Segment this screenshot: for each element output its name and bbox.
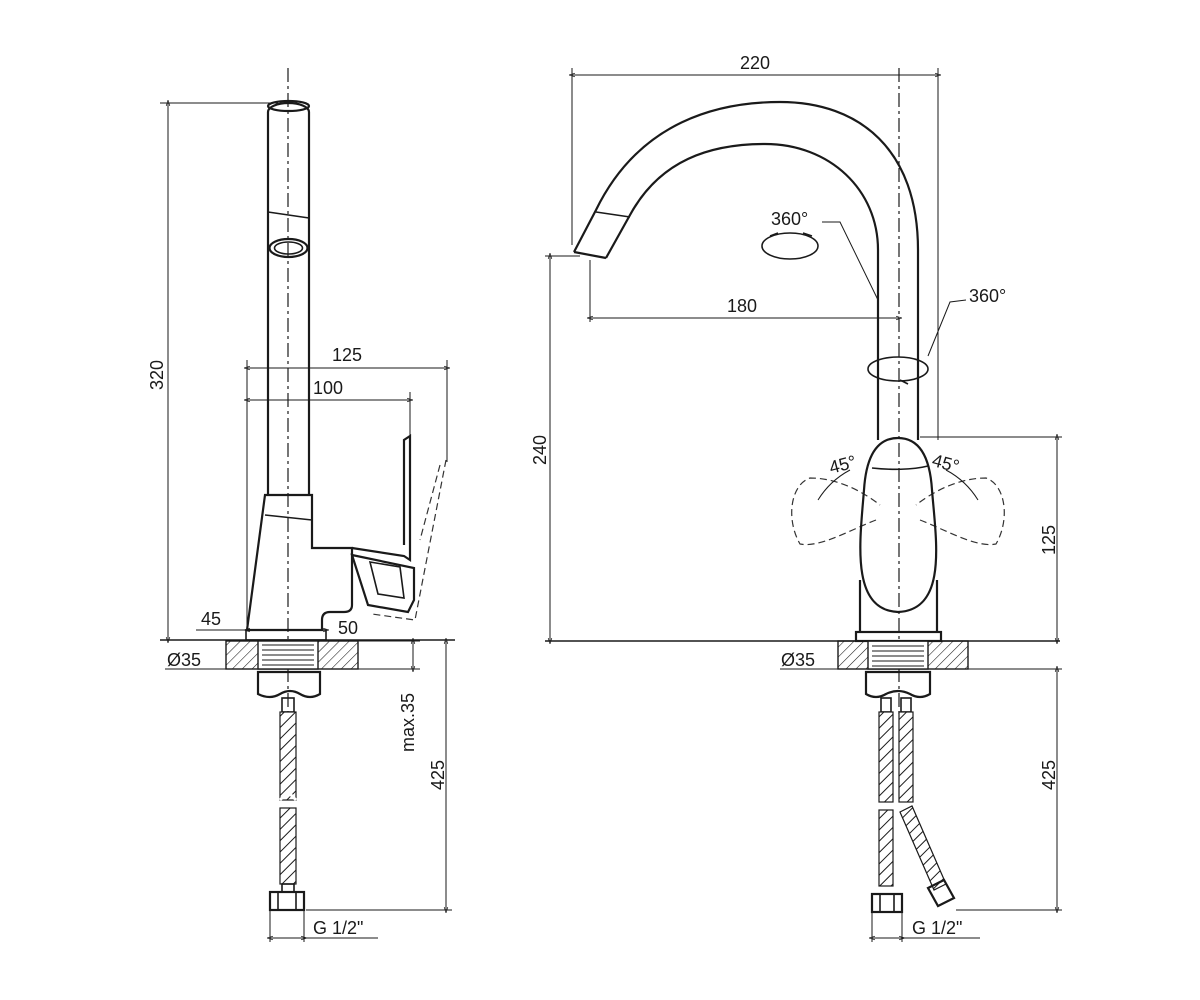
dim-front-hole: Ø35 xyxy=(780,650,875,670)
dim-320-label: 320 xyxy=(147,360,167,390)
front-lever-ghost-positions xyxy=(791,469,1005,546)
front-base-mount xyxy=(837,640,969,699)
dim-45-label: 45 xyxy=(201,609,221,629)
front-body xyxy=(854,580,943,643)
dim-side-handle-width: 125 xyxy=(247,345,447,630)
dim-side-body-width: 100 xyxy=(247,378,410,436)
dim-front-hose-length: 425 xyxy=(956,669,1062,910)
dim-50-label: 50 xyxy=(338,618,358,638)
dim-front-spout-height: 240 xyxy=(530,256,580,641)
front-lever-handle xyxy=(859,436,938,614)
dim-side-425-label: 425 xyxy=(428,760,448,790)
side-view: 320 125 100 45 50 Ø35 xyxy=(147,68,455,942)
front-spout xyxy=(573,100,920,440)
dim-front-reach-spout: 180 xyxy=(590,260,899,322)
side-hose xyxy=(268,697,306,912)
dim-45-right-label: 45° xyxy=(930,450,961,476)
dim-side-thread: G 1/2" xyxy=(270,910,378,942)
dim-max35-label: max.35 xyxy=(398,693,418,752)
dim-side-hole: Ø35 xyxy=(165,650,265,670)
dim-front-thread-label: G 1/2" xyxy=(912,918,962,938)
dim-front-thread: G 1/2" xyxy=(872,912,980,942)
dim-side-height: 320 xyxy=(147,103,278,640)
dim-100-label: 100 xyxy=(313,378,343,398)
dim-side-hose-length: 425 xyxy=(306,641,452,910)
front-view: 220 180 240 360° 360° 45° 45° xyxy=(530,53,1062,942)
side-body xyxy=(245,433,447,632)
dim-180-label: 180 xyxy=(727,296,757,316)
dim-front-125-label: 125 xyxy=(1039,525,1059,555)
dim-front-body-rotation: 360° xyxy=(927,286,1006,357)
dim-front-diameter-label: Ø35 xyxy=(781,650,815,670)
dim-45-left-label: 45° xyxy=(827,451,858,477)
dim-side-base: 45 50 xyxy=(196,609,358,638)
front-hoses xyxy=(870,697,956,914)
side-base-mount xyxy=(225,629,359,699)
front-body-rotation-symbol xyxy=(867,356,929,385)
side-spout-tube xyxy=(266,99,311,495)
dim-240-label: 240 xyxy=(530,435,550,465)
dim-front-425-label: 425 xyxy=(1039,760,1059,790)
dim-side-max-thickness: max.35 xyxy=(358,641,420,752)
dim-125-label: 125 xyxy=(332,345,362,365)
dim-front-reach-total: 220 xyxy=(572,53,938,440)
dim-220-label: 220 xyxy=(740,53,770,73)
dim-body-360-label: 360° xyxy=(969,286,1006,306)
dim-side-diameter-label: Ø35 xyxy=(167,650,201,670)
dim-front-handle-height: 125 xyxy=(920,437,1062,641)
dim-spout-360-label: 360° xyxy=(771,209,808,229)
dim-front-spout-rotation: 360° xyxy=(771,209,879,301)
front-spout-rotation-symbol xyxy=(761,232,819,260)
dim-side-thread-label: G 1/2" xyxy=(313,918,363,938)
